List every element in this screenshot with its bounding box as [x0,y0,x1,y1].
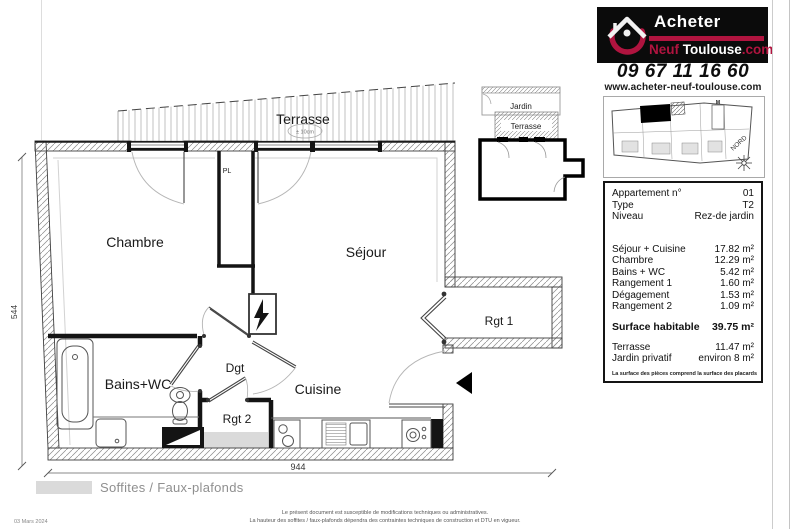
area-label: Séjour + Cuisine [612,243,686,255]
room-label-bains: Bains+WC [105,376,172,392]
logo-text-dotcom: .com [741,42,774,57]
soffit-shading [202,432,268,448]
area-row: Dégagement 1.53 m² [612,290,754,302]
electrical-panel [248,293,277,335]
unit-info-table: Appartement n° 01 Type T2 Niveau Rez-de jar… [603,181,763,383]
area-label: Bains + WC [612,266,666,278]
entrance-arrow-icon [456,372,472,394]
area-row: Rangement 1 1.60 m² [612,278,754,290]
total-value: 39.75 m² [711,320,754,333]
area-row: Rangement 2 1.09 m² [612,301,754,313]
terrace-tolerance-label: ± 10cm [296,130,314,136]
info-label: Type [612,199,634,211]
area-value: 1.60 m² [720,278,754,289]
room-label-rgt2: Rgt 2 [223,412,252,426]
logo-text-neuf: Neuf [649,42,679,57]
info-value: T2 [742,199,754,211]
legend: Soffites / Faux-plafonds [36,480,244,495]
legend-swatch [36,481,92,494]
page-frame-line [789,0,790,529]
technical-shaft [162,427,204,448]
logo-red-bar [649,36,764,41]
area-label: Rangement 2 [612,301,673,312]
room-label-cuisine: Cuisine [295,381,342,397]
area-label: Chambre [612,255,654,266]
disclaimer-line2: La hauteur des soffites / faux-plafonds … [249,518,521,524]
document-date: 03 Mars 2024 [14,519,48,525]
phone-number: 09 67 11 16 60 [616,61,750,82]
outdoor-label: Jardin privatif [612,353,672,364]
room-label-terrasse: Terrasse [276,111,330,127]
room-label-chambre: Chambre [106,234,164,250]
info-label: Appartement n° [612,188,682,199]
area-value: 1.53 m² [720,289,754,301]
outdoor-row: Terrasse 11.47 m² [612,342,754,354]
logo-text-line2: Neuf Toulouse.com [649,42,773,57]
house-icon [607,16,647,55]
info-value: 01 [742,188,754,199]
kitchen-end-panel [431,419,443,448]
inset-terrasse-label: Terrasse [511,122,542,131]
room-label-dgt: Dgt [226,361,245,375]
room-label-sejour: Séjour [346,244,387,260]
fixtures [56,338,432,449]
legal-disclaimer: Le présent document est susceptible de m… [170,509,600,525]
area-label: Rangement 1 [612,278,673,289]
info-label: Niveau [612,211,644,222]
info-row: Type T2 [612,200,754,212]
agency-logo: Acheter Neuf Toulouse.com [597,7,773,63]
area-row: Chambre 12.29 m² [612,255,754,267]
outdoor-value: environ 8 m² [698,353,754,364]
room-label-pl: PL [223,168,232,175]
surface-note: La surface des pièces comprend la surfac… [612,370,757,377]
area-label: Dégagement [612,289,670,301]
windows [127,141,382,152]
outdoor-label: Terrasse [612,341,651,353]
site-location-map: M NORD [603,96,765,178]
website-url: www.acheter-neuf-toulouse.com [604,82,762,93]
soffit-lines [53,157,438,446]
dimension-height: 544 [9,305,19,319]
area-value: 1.09 m² [720,301,754,312]
room-label-rgt1: Rgt 1 [485,314,514,328]
logo-text-acheter: Acheter [654,12,721,31]
disclaimer-line1: Le présent document est susceptible de m… [281,510,489,516]
legend-label: Soffites / Faux-plafonds [100,480,244,495]
key-plan-inset: Jardin Terrasse [478,86,585,201]
extension-line [41,0,42,140]
total-label: Surface habitable [612,320,700,333]
info-row: Niveau Rez-de jardin [612,211,754,223]
area-value: 5.42 m² [720,266,754,278]
terrace-area: Terrasse ± 10cm [117,82,456,141]
lightning-bolt-icon [254,299,269,331]
area-value: 12.29 m² [714,255,754,266]
unit-highlight [640,104,671,123]
metro-label: M [716,100,720,106]
room-labels: Chambre Séjour Bains+WC Cuisine Dgt Rgt … [105,168,514,426]
inset-jardin-label: Jardin [510,102,532,111]
outdoor-value: 11.47 m² [715,341,754,353]
area-row: Bains + WC 5.42 m² [612,267,754,279]
area-row: Séjour + Cuisine 17.82 m² [612,244,754,256]
page-frame-line [772,0,773,529]
area-value: 17.82 m² [714,243,754,255]
info-value: Rez-de jardin [694,211,754,222]
site-map-drawing: M NORD [611,100,753,171]
doors [131,151,472,408]
dimension-lines [17,152,557,478]
info-row: Appartement n° 01 [612,188,754,200]
outdoor-row: Jardin privatif environ 8 m² [612,353,754,365]
interior-walls [48,151,274,448]
logo-text-toulouse: Toulouse [682,42,742,57]
total-area-row: Surface habitable 39.75 m² [612,321,754,334]
dimension-width: 944 [290,462,305,472]
